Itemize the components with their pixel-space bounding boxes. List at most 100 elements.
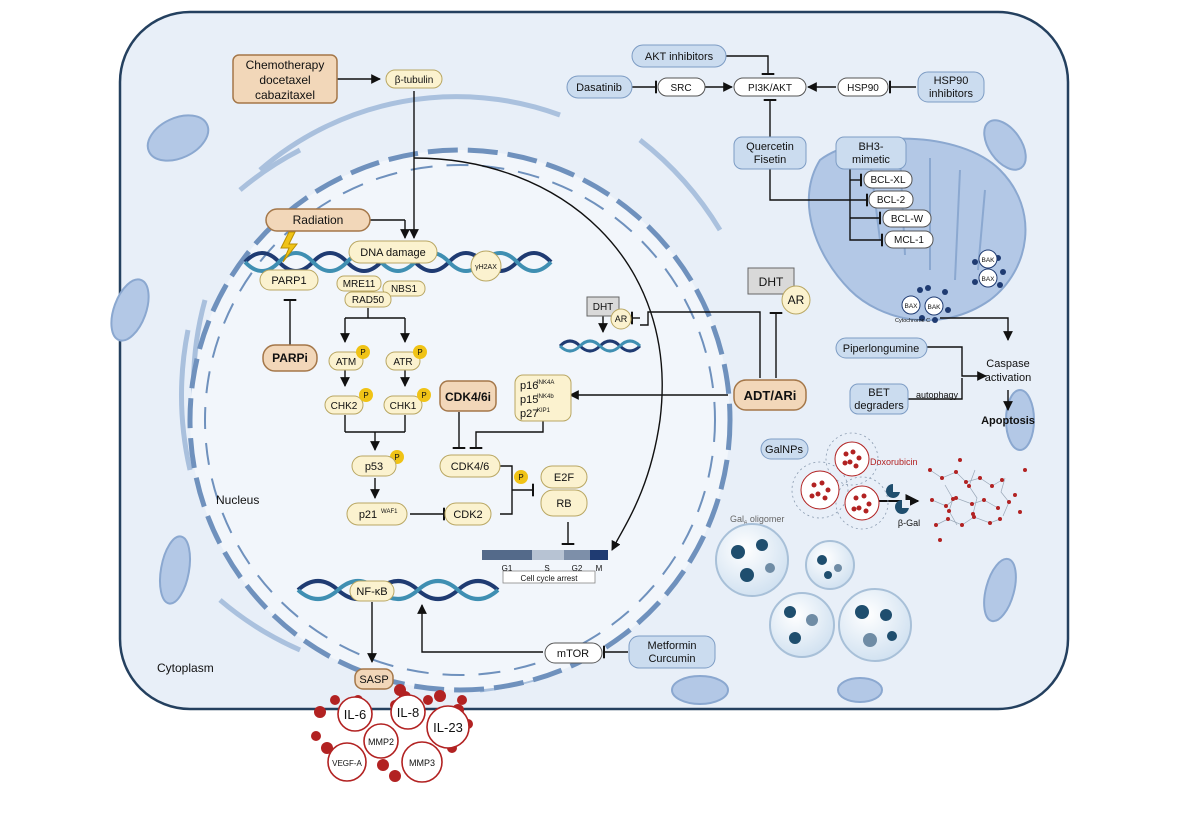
parpi-label: PARPi	[272, 351, 308, 365]
rb-label: RB	[556, 498, 571, 510]
cytoplasm-label: Cytoplasm	[157, 661, 214, 675]
phase-g1: G1	[502, 564, 513, 573]
p16-label: p16	[520, 380, 538, 392]
cytochrome-c-label: Cytochrome C	[895, 318, 930, 324]
dht-small-label: DHT	[593, 302, 614, 313]
caspase-line1: Caspase	[986, 358, 1029, 370]
radiation-bolt-icon	[280, 231, 299, 263]
cell-cycle-arrest-label: Cell cycle arrest	[521, 574, 579, 583]
quercetin-fisetin-box	[733, 136, 807, 170]
beta-tubulin-label: β-tubulin	[395, 75, 434, 86]
chemo-line2: docetaxel	[259, 73, 310, 87]
p21-label: p21	[359, 509, 377, 521]
mmp2-label: MMP2	[368, 737, 394, 747]
bcl-w-label: BCL-W	[891, 214, 924, 225]
src-box	[657, 77, 706, 97]
curcumin-label: Curcumin	[648, 653, 695, 665]
dht-label: DHT	[759, 275, 784, 289]
beta-gal-enzyme-icon	[886, 484, 910, 514]
phospho-atr: P	[417, 348, 422, 357]
il6-circle	[337, 696, 373, 732]
phase-s: S	[544, 564, 549, 573]
cdki-box	[514, 374, 572, 422]
nfkb-box	[349, 580, 395, 602]
mre11-label: MRE11	[343, 279, 376, 290]
mmp3-circle	[401, 741, 443, 783]
cdk2-label: CDK2	[453, 509, 482, 521]
rad50-label: RAD50	[352, 295, 385, 306]
chemo-line1: Chemotherapy	[246, 58, 325, 72]
gamma-h2ax-circle	[470, 250, 502, 282]
parpi-box	[262, 344, 318, 372]
bet-line2: degraders	[854, 400, 904, 412]
pi3k-akt-box	[733, 77, 807, 97]
bet-degraders-box	[849, 383, 909, 415]
e2f-box	[540, 465, 588, 489]
mtor-label: mTOR	[557, 648, 589, 660]
phospho-atm: P	[360, 348, 365, 357]
quercetin-label: Quercetin	[746, 141, 794, 153]
hsp90-inhibitors-line2: inhibitors	[929, 88, 974, 100]
fisetin-label: Fisetin	[754, 154, 786, 166]
dna-helix-ar	[558, 339, 642, 353]
autophagy-label: autophagy	[916, 390, 959, 400]
gamma-h2ax-label: γH2AX	[475, 264, 497, 271]
p27-label: p27	[520, 408, 538, 420]
pi3k-akt-label: PI3K/AKT	[748, 83, 792, 94]
chemo-box	[232, 54, 338, 104]
ar-circle	[781, 285, 811, 315]
ar-small-circle	[610, 308, 632, 330]
il8-label: IL-8	[397, 705, 419, 720]
lysosomes	[715, 523, 912, 662]
dna-damage-label: DNA damage	[360, 247, 425, 259]
bcl-xl-box	[863, 170, 913, 189]
bh3-mimetic-line1: BH3-	[858, 141, 883, 153]
nbs1-label: NBS1	[391, 284, 418, 295]
hsp90-inhibitors-box	[917, 71, 985, 103]
bax-label-1: BAX	[981, 276, 995, 283]
phospho-p53: P	[394, 453, 399, 462]
dna-helix-nfkb	[296, 579, 500, 601]
mre11-box	[336, 275, 382, 292]
bak-label-1: BAK	[981, 257, 995, 264]
bcl-2-label: BCL-2	[877, 195, 906, 206]
bax-protein-1	[978, 268, 998, 288]
src-label: SRC	[670, 83, 691, 94]
ar-label: AR	[788, 293, 805, 307]
nucleus-label: Nucleus	[216, 493, 259, 507]
bak-protein-1	[978, 249, 998, 269]
piperlongumine-label: Piperlongumine	[843, 343, 919, 355]
bcl-2-box	[868, 190, 914, 209]
p53-box	[351, 455, 397, 477]
rad50-box	[344, 291, 392, 308]
apoptosis-label: Apoptosis	[981, 415, 1035, 427]
radiation-label: Radiation	[293, 213, 344, 227]
connectors	[283, 55, 1013, 663]
bax-protein-2	[901, 295, 921, 315]
adt-ari-label: ADT/ARi	[744, 388, 797, 403]
atr-box	[385, 351, 421, 371]
beta-gal-label: β-Gal	[898, 518, 920, 528]
rb-box	[540, 489, 588, 517]
vegfa-circle	[327, 742, 367, 782]
il23-label: IL-23	[433, 720, 463, 735]
cdk2-box	[444, 502, 492, 526]
mmp2-circle	[363, 723, 399, 759]
mmp3-label: MMP3	[409, 758, 435, 768]
nucleus-inner-envelope	[204, 164, 716, 676]
phospho-chk2: P	[363, 391, 368, 400]
chk1-box	[383, 395, 423, 415]
radiation-box	[265, 208, 371, 232]
metformin-curcumin-box	[628, 635, 716, 669]
metformin-label: Metformin	[648, 640, 697, 652]
sasp-box	[354, 668, 394, 690]
nbs1-box	[382, 280, 426, 297]
il6-label: IL-6	[344, 707, 366, 722]
cdk46i-label: CDK4/6i	[445, 390, 491, 404]
e2f-label: E2F	[554, 472, 574, 484]
hsp90-label: HSP90	[847, 83, 879, 94]
dht-small-box	[586, 296, 620, 317]
p15-label: p15	[520, 394, 538, 406]
bcl-xl-label: BCL-XL	[870, 175, 905, 186]
